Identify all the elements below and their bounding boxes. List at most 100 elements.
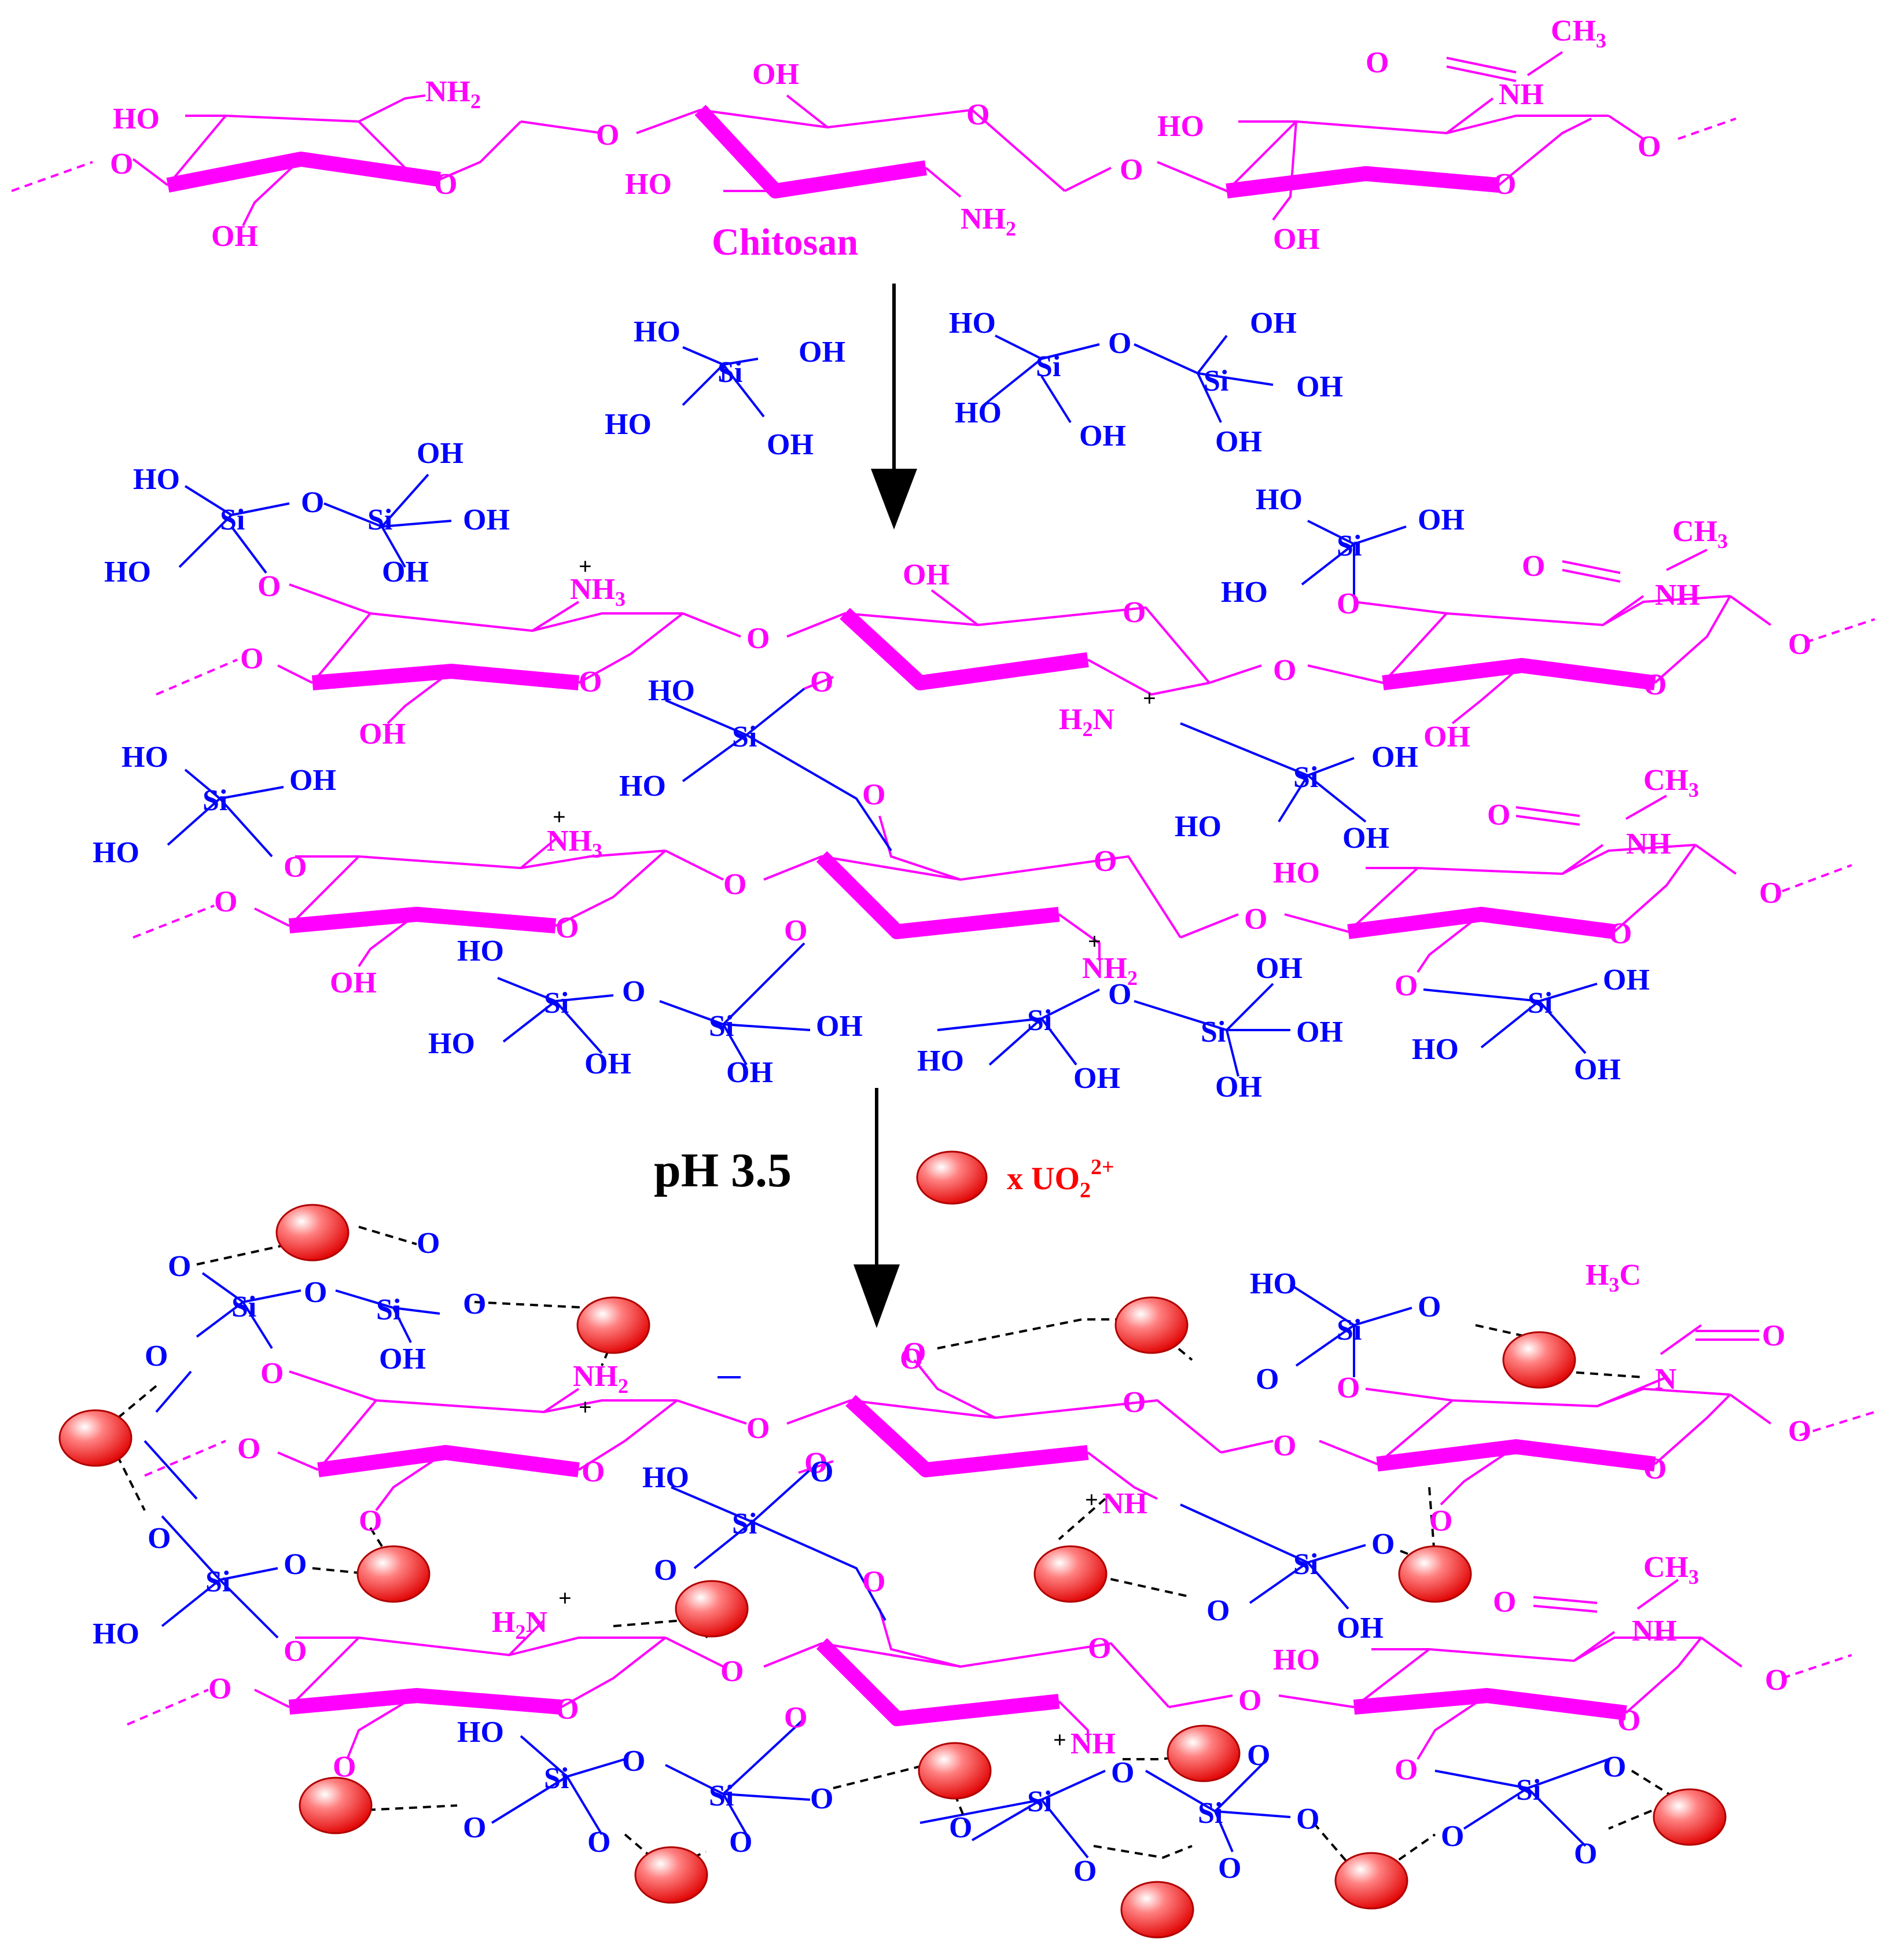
oh-label: OH <box>816 1010 863 1043</box>
si-label: Si <box>1027 1004 1052 1037</box>
ch3-label: CH3 <box>1551 14 1606 52</box>
ho-label: HO <box>93 1617 139 1650</box>
h2n-plus-label: H2N <box>492 1606 547 1643</box>
ho-label: HO <box>1273 856 1320 889</box>
o-label: O <box>284 851 307 884</box>
glycosidic-oxygen-label: O <box>1244 903 1267 936</box>
ho-label: HO <box>619 770 666 803</box>
oh-label: OH <box>1296 1016 1343 1049</box>
red-sphere-icon <box>675 1580 749 1638</box>
oh-label: OH <box>1296 370 1343 403</box>
o-label: O <box>1418 1290 1441 1323</box>
nh2-label: NH2 <box>425 75 481 113</box>
oh-label: OH <box>379 1343 426 1376</box>
red-sphere-icon <box>299 1777 373 1834</box>
ho-label: HO <box>605 408 652 441</box>
si-label: Si <box>732 720 757 753</box>
o-label: O <box>1441 1820 1464 1853</box>
glycosidic-oxygen-label: O <box>596 119 619 152</box>
chitosan-title: Chitosan <box>712 221 858 263</box>
oh-label: OH <box>584 1047 631 1080</box>
o-label: O <box>622 975 645 1008</box>
red-sphere-icon <box>275 1204 350 1262</box>
o-label: O <box>1765 1664 1788 1697</box>
red-sphere-icon <box>1502 1331 1576 1389</box>
o-label: O <box>1108 978 1131 1011</box>
o-label: O <box>237 1432 260 1465</box>
oh-label: OH <box>1603 964 1650 996</box>
ho-label: HO <box>1175 810 1222 843</box>
si-label: Si <box>1027 1785 1052 1818</box>
red-sphere-icon <box>576 1296 650 1354</box>
o-label: O <box>1108 327 1131 360</box>
oh-label: OH <box>289 764 336 797</box>
o-label: O <box>1574 1837 1597 1870</box>
oh-label: OH <box>1073 1062 1120 1095</box>
ring-oxygen-label: O <box>579 665 602 698</box>
carbonyl-o-label: O <box>1487 799 1510 832</box>
o-label: O <box>1371 1528 1395 1561</box>
oh-label: OH <box>1418 503 1465 536</box>
h3c-label: H3C <box>1585 1259 1641 1296</box>
ring-oxygen-label: O <box>1643 668 1666 701</box>
o-label: O <box>301 486 324 519</box>
o-label: O <box>1247 1739 1270 1772</box>
uranyl-label: x UO22+ <box>1007 1155 1114 1203</box>
oh-label: OH <box>752 58 799 91</box>
si-label: Si <box>544 987 569 1020</box>
glycosidic-oxygen-label: O <box>1273 1429 1296 1462</box>
oh-label: OH <box>463 503 510 536</box>
o-label: O <box>284 1548 307 1581</box>
nh-label: NH <box>1499 78 1544 111</box>
o-label: O <box>260 1357 284 1390</box>
oh-label: OH <box>767 428 814 461</box>
nh-plus-label: NH <box>1070 1727 1116 1760</box>
oh-label: OH <box>359 718 406 751</box>
o-label: O <box>810 665 833 698</box>
o-label: O <box>1395 1753 1418 1786</box>
oh-label: OH <box>799 336 845 369</box>
uranyl-spheres <box>58 1204 1727 1939</box>
red-sphere-icon <box>916 1150 988 1205</box>
ring-oxygen-label: O <box>555 911 579 944</box>
si-label: Si <box>709 1010 734 1043</box>
oh-label: OH <box>1342 822 1389 855</box>
o-label: O <box>145 1340 168 1373</box>
ho-label: HO <box>1250 1267 1297 1300</box>
oh-label: OH <box>382 556 429 589</box>
si-label: Si <box>718 356 742 389</box>
si-label: Si <box>1337 1314 1362 1347</box>
oh-label: OH <box>1215 425 1262 458</box>
ring-oxygen-label: O <box>1094 845 1117 878</box>
o-label: O <box>862 778 885 811</box>
reaction-arrow-2 <box>853 1088 900 1328</box>
o-label: O <box>1395 969 1418 1002</box>
ch3-label: CH3 <box>1643 764 1699 801</box>
red-sphere-icon <box>1167 1724 1241 1782</box>
o-label: O <box>1073 1855 1097 1888</box>
reaction-arrow-1 <box>871 284 917 529</box>
chitosan-chain: O HO OH NH2 O O OH O HO NH2 Chitosan O H… <box>11 14 1737 263</box>
ho-label: HO <box>1412 1033 1459 1066</box>
si-label: Si <box>1204 365 1228 398</box>
ho-label: HO <box>917 1045 964 1078</box>
ho-label: HO <box>457 1716 504 1749</box>
o-label: O <box>729 1826 752 1859</box>
o-label: O <box>1603 1751 1626 1784</box>
red-sphere-icon <box>634 1846 708 1904</box>
si-label: Si <box>205 1565 230 1598</box>
o-label: O <box>810 1782 833 1815</box>
o-label: O <box>1296 1803 1319 1836</box>
ho-label: HO <box>625 168 672 201</box>
si-label: Si <box>544 1762 569 1795</box>
o-label: O <box>654 1554 677 1587</box>
ring-oxygen-label: O <box>582 1455 605 1488</box>
down-arrow-icon <box>853 1264 900 1328</box>
ph-condition-label: pH 3.5 <box>654 1143 792 1197</box>
oh-label: OH <box>726 1056 773 1089</box>
nh-plus-label: NH <box>1102 1487 1147 1520</box>
ch3-label: CH3 <box>1643 1551 1699 1588</box>
o-label: O <box>148 1522 171 1555</box>
glycosidic-oxygen-label: O <box>723 868 746 901</box>
